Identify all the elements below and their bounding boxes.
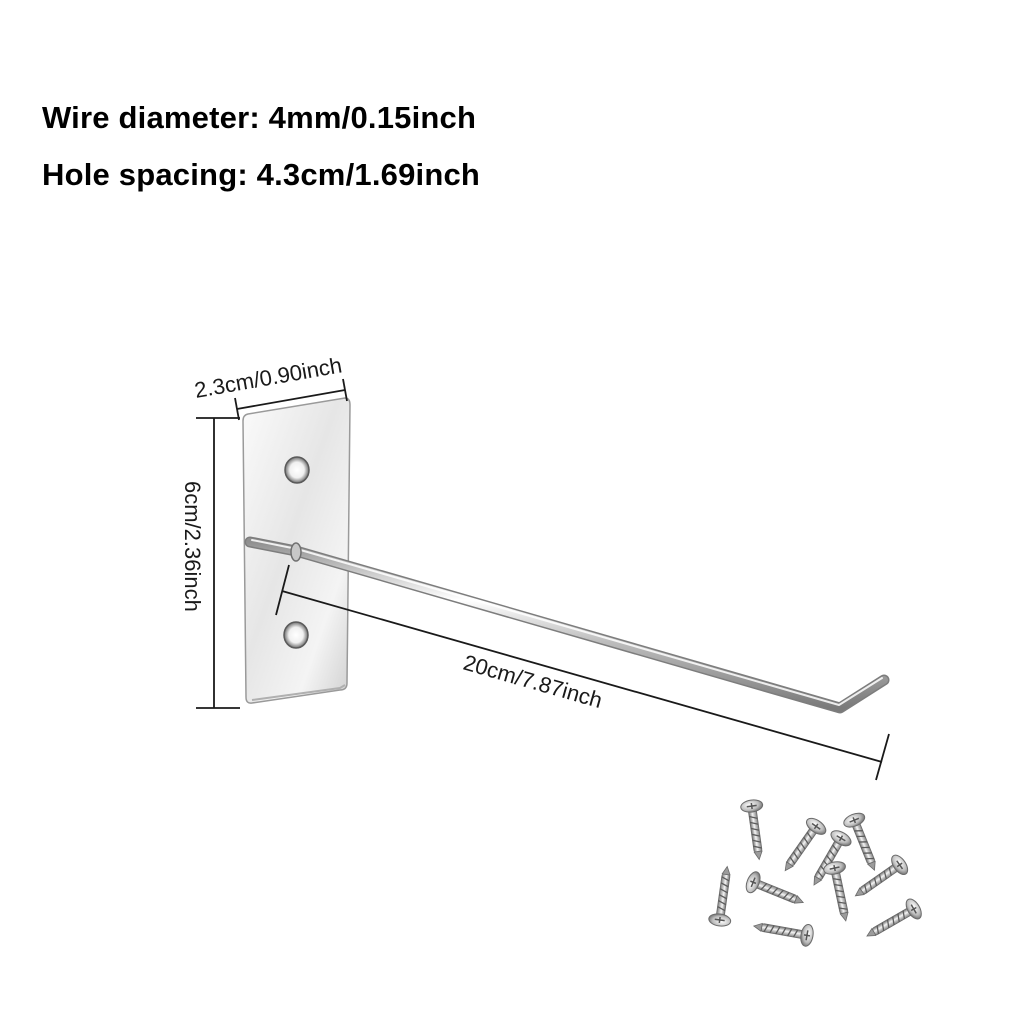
width-dimension bbox=[234, 378, 348, 421]
length-dimension bbox=[275, 564, 890, 781]
length-dimension-label: 20cm/7.87inch bbox=[461, 650, 605, 713]
wire-diameter-spec: Wire diameter: 4mm/0.15inch bbox=[42, 100, 477, 135]
screw-icon bbox=[707, 864, 739, 929]
height-dimension bbox=[196, 417, 240, 709]
width-dimension-label: 2.3cm/0.90inch bbox=[193, 352, 344, 403]
mounting-hole-top bbox=[284, 456, 310, 484]
screw-icon bbox=[739, 797, 771, 862]
hole-spacing-spec: Hole spacing: 4.3cm/1.69inch bbox=[42, 157, 481, 192]
screw-icon bbox=[860, 895, 926, 947]
screw-icon bbox=[742, 869, 809, 914]
hook-rod bbox=[244, 536, 890, 714]
screw-icon bbox=[848, 851, 912, 906]
screw-icon bbox=[751, 914, 816, 948]
mounting-hole-bottom bbox=[283, 621, 309, 649]
screws-pile bbox=[707, 797, 926, 948]
height-dimension-label: 6cm/2.36inch bbox=[180, 481, 205, 612]
screw-icon bbox=[821, 859, 858, 924]
